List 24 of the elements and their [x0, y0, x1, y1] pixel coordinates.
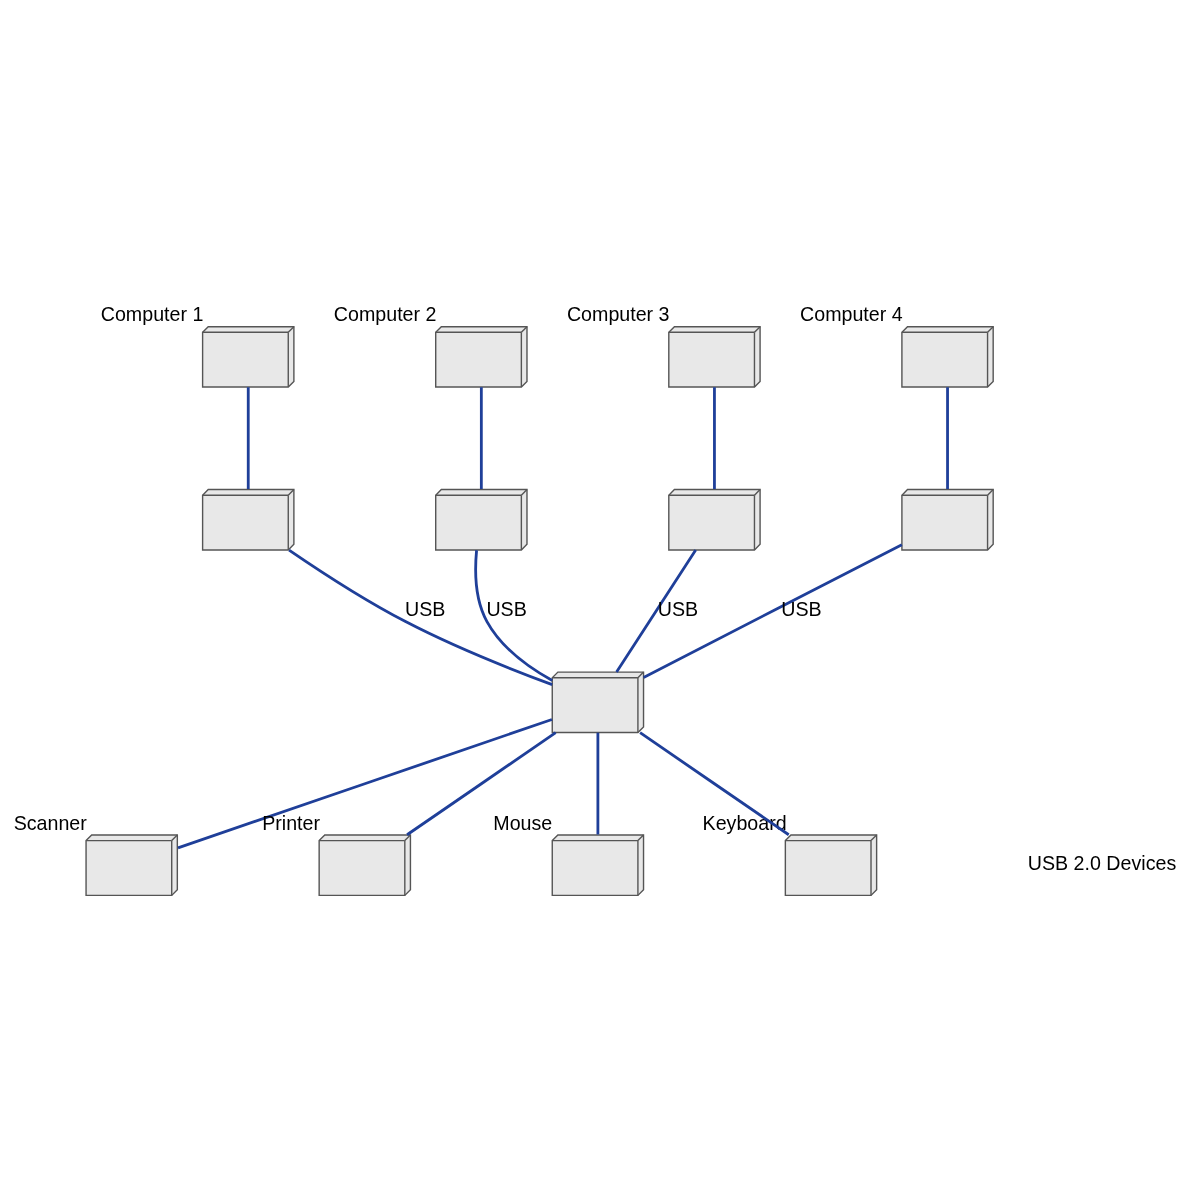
- node-label: Mouse: [493, 811, 553, 834]
- connector: [246, 386, 250, 489]
- node-label: Computer 1: [100, 302, 204, 325]
- node-label: Computer 3: [566, 302, 670, 325]
- connector: [479, 386, 483, 489]
- connector: [615, 548, 697, 673]
- edge-label: USB: [486, 597, 527, 620]
- connector: [177, 717, 553, 849]
- edge-label: USB: [781, 597, 822, 620]
- connector: [288, 548, 553, 686]
- node-label: Printer: [262, 811, 320, 834]
- edge-label: USB: [657, 597, 699, 620]
- connector: [713, 386, 716, 489]
- edge-label: USB: [404, 597, 446, 620]
- connector: [406, 731, 557, 836]
- node-label: Computer 2: [333, 302, 437, 325]
- node-label: Scanner: [13, 811, 87, 834]
- connector: [642, 542, 903, 679]
- label: USB 2.0 Devices: [1027, 851, 1177, 874]
- node-label: Computer 4: [800, 302, 903, 325]
- connector: [639, 731, 790, 836]
- connector: [946, 386, 949, 489]
- connector: [474, 549, 553, 682]
- connector: [596, 732, 600, 834]
